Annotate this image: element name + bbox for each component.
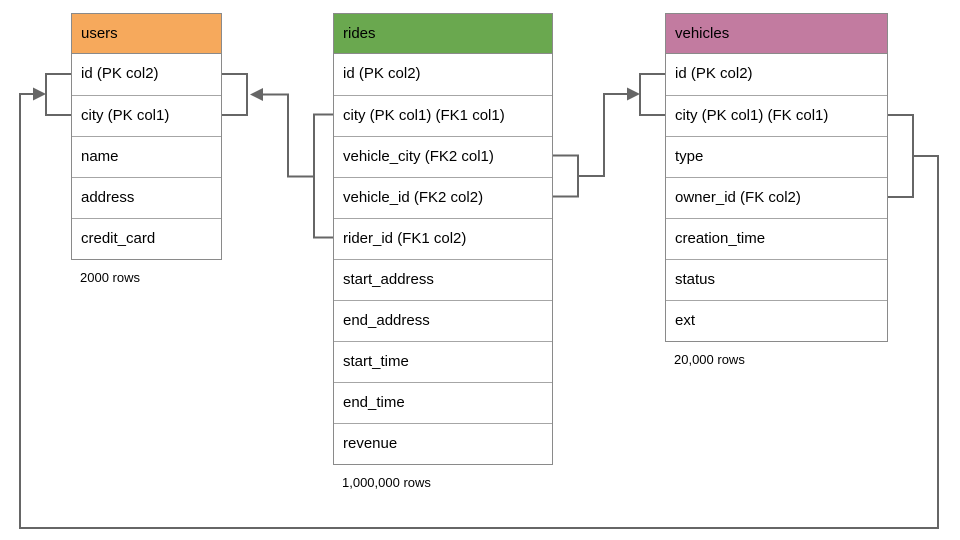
table-row: city (PK col1) bbox=[72, 95, 221, 136]
table-rows: id (PK col2)city (PK col1) (FK1 col1)veh… bbox=[334, 54, 552, 464]
table-row: status bbox=[666, 259, 887, 300]
table-header: rides bbox=[334, 14, 552, 54]
table-row: end_time bbox=[334, 382, 552, 423]
table-row: name bbox=[72, 136, 221, 177]
table-rides: rides id (PK col2)city (PK col1) (FK1 co… bbox=[333, 13, 553, 490]
table-row: city (PK col1) (FK col1) bbox=[666, 95, 887, 136]
table-row: start_time bbox=[334, 341, 552, 382]
table-row: start_address bbox=[334, 259, 552, 300]
table-row: credit_card bbox=[72, 218, 221, 259]
fk-connector-rides-to-users bbox=[222, 73, 333, 239]
table-rows: id (PK col2)city (PK col1) (FK col1)type… bbox=[666, 54, 887, 341]
arrowhead-icon bbox=[627, 87, 640, 101]
table-header: vehicles bbox=[666, 14, 887, 54]
table-row: ext bbox=[666, 300, 887, 341]
table-row: vehicle_city (FK2 col1) bbox=[334, 136, 552, 177]
table-row: owner_id (FK col2) bbox=[666, 177, 887, 218]
table-row: id (PK col2) bbox=[72, 54, 221, 95]
row-count-caption: 2000 rows bbox=[80, 270, 140, 285]
row-count-caption: 1,000,000 rows bbox=[342, 475, 431, 490]
row-count-caption: 20,000 rows bbox=[674, 352, 745, 367]
fk-connector-rides-to-vehicles bbox=[552, 73, 665, 198]
arrowhead-icon bbox=[250, 88, 263, 101]
table-row: vehicle_id (FK2 col2) bbox=[334, 177, 552, 218]
arrowhead-icon bbox=[33, 87, 46, 101]
table-row: creation_time bbox=[666, 218, 887, 259]
table-row: id (PK col2) bbox=[334, 54, 552, 95]
table-row: city (PK col1) (FK1 col1) bbox=[334, 95, 552, 136]
table-row: id (PK col2) bbox=[666, 54, 887, 95]
table-header: users bbox=[72, 14, 221, 54]
table-row: end_address bbox=[334, 300, 552, 341]
table-vehicles: vehicles id (PK col2)city (PK col1) (FK … bbox=[665, 13, 888, 367]
table-row: type bbox=[666, 136, 887, 177]
fk-connector-vehicles-to-users bbox=[19, 73, 939, 529]
table-row: rider_id (FK1 col2) bbox=[334, 218, 552, 259]
table-row: revenue bbox=[334, 423, 552, 464]
table-row: address bbox=[72, 177, 221, 218]
